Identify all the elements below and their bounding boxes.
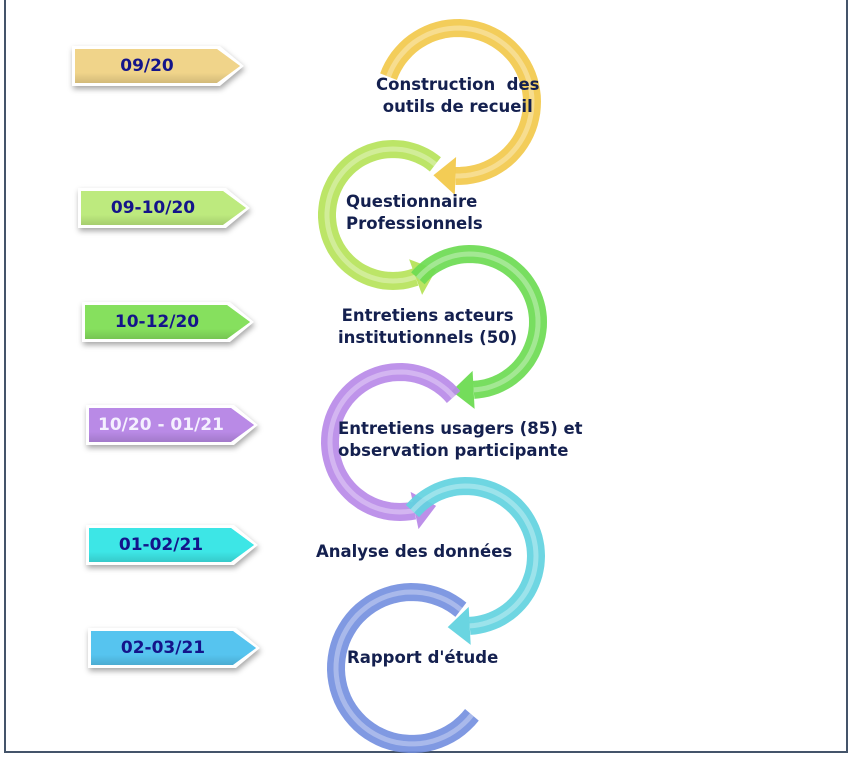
ring-arc-1 bbox=[380, 18, 542, 185]
step-line: Entretiens acteurs bbox=[341, 306, 514, 325]
ring-arc-2 bbox=[318, 139, 441, 291]
ring-highlight-6 bbox=[333, 589, 474, 747]
date-label: 01-02/21 bbox=[118, 535, 204, 555]
date-tag-5: 01-02/21 bbox=[86, 525, 258, 565]
ring-highlight-3 bbox=[416, 251, 541, 393]
date-tag-2: 09-10/20 bbox=[78, 188, 250, 228]
ring-highlight-5 bbox=[410, 483, 539, 629]
date-tag-1: 09/20 bbox=[72, 46, 244, 86]
step-2: Questionnaire Professionnels bbox=[346, 191, 483, 235]
arrowhead-icon bbox=[451, 370, 475, 409]
date-tag-3: 10-12/20 bbox=[82, 302, 254, 342]
step-line: observation participante bbox=[338, 441, 569, 460]
step-line: Construction des bbox=[376, 75, 540, 94]
date-label: 10/20 - 01/21 bbox=[98, 415, 224, 435]
ring-arc-3 bbox=[411, 244, 548, 399]
date-label: 09/20 bbox=[120, 56, 174, 76]
ring-arc-4 bbox=[320, 362, 461, 522]
frame-border-bottom bbox=[4, 751, 848, 753]
date-tag-4: 10/20 - 01/21 bbox=[86, 405, 258, 445]
date-label: 10-12/20 bbox=[114, 312, 200, 332]
ring-highlight-2 bbox=[324, 146, 437, 284]
step-line: Analyse des données bbox=[316, 542, 513, 561]
step-3: Entretiens acteurs institutionnels (50) bbox=[338, 305, 517, 349]
step-1: Construction des outils de recueil bbox=[376, 74, 540, 118]
step-line: Questionnaire bbox=[346, 192, 478, 211]
ring-highlight-4 bbox=[327, 369, 456, 515]
step-line: Rapport d'étude bbox=[347, 648, 499, 667]
date-label: 02-03/21 bbox=[120, 638, 206, 658]
date-label: 09-10/20 bbox=[110, 198, 196, 218]
ring-arc-6 bbox=[326, 582, 479, 753]
step-line: institutionnels (50) bbox=[338, 328, 518, 347]
ring-arc-5 bbox=[405, 476, 546, 635]
step-line: Professionnels bbox=[346, 214, 483, 233]
frame-border-left bbox=[4, 0, 6, 752]
step-5: Analyse des données bbox=[316, 541, 512, 563]
date-tag-6: 02-03/21 bbox=[88, 628, 260, 668]
step-line: Entretiens usagers (85) et bbox=[338, 419, 583, 438]
ring-highlight-1 bbox=[386, 25, 535, 179]
frame-border-right bbox=[846, 0, 848, 752]
step-4: Entretiens usagers (85) et observation p… bbox=[338, 418, 583, 462]
arrowhead-icon bbox=[433, 157, 457, 195]
step-line: outils de recueil bbox=[382, 97, 533, 116]
step-6: Rapport d'étude bbox=[347, 647, 498, 669]
arrowhead-icon bbox=[447, 606, 471, 645]
